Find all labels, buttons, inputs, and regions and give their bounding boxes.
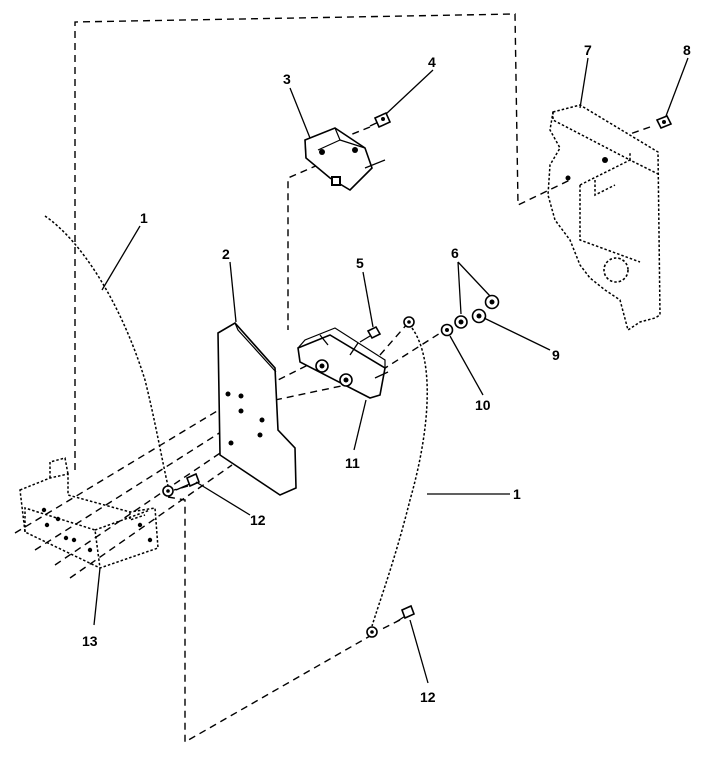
callout-4: 4 <box>428 54 436 70</box>
callout-5: 5 <box>356 255 364 271</box>
screw-part-12-upper <box>175 472 201 491</box>
callout-1-upper: 1 <box>140 210 148 226</box>
callout-6: 6 <box>451 245 459 261</box>
screw-part-8 <box>655 114 673 130</box>
wire-part-1-right <box>366 316 428 638</box>
leader-6 <box>457 261 491 315</box>
nut-part-6-upper <box>484 294 500 310</box>
callout-labels: 1 1 2 3 4 5 6 7 8 9 10 11 12 12 13 <box>82 42 691 705</box>
leader-12a <box>195 481 251 516</box>
assembly-line-switch <box>287 164 319 330</box>
leader-2 <box>229 261 237 323</box>
assembly-line-top <box>74 13 571 470</box>
terminal-block-part-11 <box>297 327 389 399</box>
bracket-part-13 <box>19 457 159 569</box>
nut-part-6-lower <box>454 315 468 329</box>
callout-10: 10 <box>475 397 491 413</box>
callout-1-lower: 1 <box>513 486 521 502</box>
assembly-line-d2 <box>34 424 233 551</box>
leader-4 <box>385 69 434 115</box>
assembly-line-d1 <box>14 401 233 534</box>
assembly-line-f2 <box>379 322 409 356</box>
assembly-line-bottom <box>167 496 371 744</box>
leader-3 <box>289 87 311 139</box>
panel-part-7 <box>547 104 661 332</box>
assembly-line-e1 <box>267 359 319 386</box>
switch-part-3 <box>304 127 386 192</box>
leader-9 <box>483 317 551 351</box>
assembly-line-d3 <box>54 444 233 566</box>
callout-11: 11 <box>345 455 360 471</box>
leader-1a <box>101 225 141 291</box>
leader-11 <box>353 399 367 451</box>
callout-12-lower: 12 <box>420 689 436 705</box>
screw-part-5 <box>359 325 382 343</box>
assembly-line-e2 <box>274 384 347 401</box>
callout-7: 7 <box>584 42 592 58</box>
callout-8: 8 <box>683 42 691 58</box>
leader-13 <box>93 567 101 626</box>
assembly-line-f1 <box>381 329 446 371</box>
callout-9: 9 <box>552 347 560 363</box>
leader-10 <box>449 335 484 396</box>
assembly-line-screw4 <box>349 126 371 136</box>
callout-13: 13 <box>82 633 98 649</box>
screw-part-12-lower <box>395 604 416 623</box>
leader-lines <box>93 57 689 684</box>
washer-part-10 <box>440 323 454 337</box>
bracket-part-2 <box>217 321 297 496</box>
assembly-lines <box>14 13 651 744</box>
callout-2: 2 <box>222 246 230 262</box>
assembly-line-d4 <box>69 464 233 579</box>
washer-part-9 <box>471 308 487 324</box>
assembly-line-screw8 <box>629 126 651 135</box>
callout-3: 3 <box>283 71 291 87</box>
wire-part-1-left <box>44 215 174 497</box>
screw-part-4 <box>369 111 392 129</box>
leader-8 <box>665 57 689 117</box>
callout-12-upper: 12 <box>250 512 266 528</box>
leader-5 <box>362 271 374 328</box>
leader-7 <box>579 57 589 109</box>
leader-12b <box>409 619 429 684</box>
